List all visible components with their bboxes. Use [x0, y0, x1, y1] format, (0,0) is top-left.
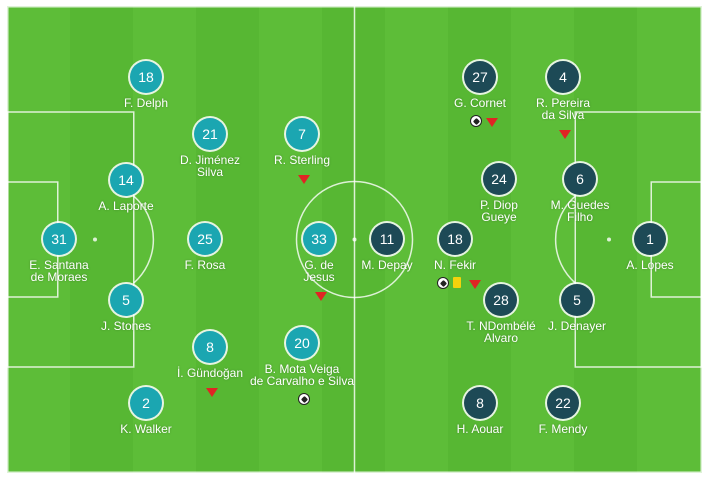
- player-number-badge[interactable]: 7: [286, 118, 318, 150]
- player-number-badge[interactable]: 33: [303, 223, 335, 255]
- player-name[interactable]: H. Aouar: [456, 422, 504, 436]
- player-number-badge[interactable]: 25: [189, 223, 221, 255]
- player-number-badge[interactable]: 27: [464, 61, 496, 93]
- player-number-badge[interactable]: 5: [110, 284, 142, 316]
- substitution-arrow-icon: [298, 175, 310, 184]
- player-number-badge[interactable]: 4: [547, 61, 579, 93]
- player-number-badge[interactable]: 8: [464, 387, 496, 419]
- player-number-badge[interactable]: 31: [43, 223, 75, 255]
- player-name[interactable]: G. de Jesus: [303, 258, 335, 284]
- player-name[interactable]: J. Denayer: [547, 319, 607, 333]
- player-number-badge[interactable]: 28: [485, 284, 517, 316]
- substitution-arrow-icon: [206, 388, 218, 397]
- substitution-arrow-icon: [486, 118, 498, 127]
- player-name[interactable]: B. Mota Veiga de Carvalho e Silva: [249, 362, 355, 388]
- player-number-badge[interactable]: 1: [634, 223, 666, 255]
- player-number-badge[interactable]: 2: [130, 387, 162, 419]
- player-name[interactable]: R. Pereira da Silva: [535, 96, 591, 122]
- player-number-badge[interactable]: 20: [286, 327, 318, 359]
- player-name[interactable]: P. Diop Gueye: [480, 198, 518, 224]
- player-name[interactable]: D. Jiménez Silva: [179, 153, 241, 179]
- substitution-arrow-icon: [559, 130, 571, 139]
- player-name[interactable]: M. Guedes Filho: [550, 198, 610, 224]
- player-name[interactable]: J. Stones: [100, 319, 152, 333]
- player-number-badge[interactable]: 5: [561, 284, 593, 316]
- player-name[interactable]: T. NDombélé Alvaro: [466, 319, 536, 345]
- pitch-spots: [93, 237, 611, 242]
- player-number-badge[interactable]: 8: [194, 331, 226, 363]
- yellow-card-icon: [453, 277, 461, 288]
- player-name[interactable]: F. Rosa: [184, 258, 226, 272]
- goal-ball-icon: [437, 277, 449, 289]
- player-name[interactable]: G. Cornet: [453, 96, 507, 110]
- substitution-arrow-icon: [315, 292, 327, 301]
- player-number-badge[interactable]: 24: [483, 163, 515, 195]
- player-number-badge[interactable]: 14: [110, 164, 142, 196]
- player-number-badge[interactable]: 21: [194, 118, 226, 150]
- player-name[interactable]: R. Sterling: [273, 153, 331, 167]
- player-number-badge[interactable]: 18: [439, 223, 471, 255]
- player-name[interactable]: F. Delph: [123, 96, 169, 110]
- player-name[interactable]: N. Fekir: [434, 258, 476, 272]
- player-name[interactable]: A. Laporte: [98, 199, 154, 213]
- player-number-badge[interactable]: 22: [547, 387, 579, 419]
- player-number-badge[interactable]: 11: [371, 223, 403, 255]
- player-name[interactable]: A. Lopes: [626, 258, 674, 272]
- player-name[interactable]: E. Santana de Moraes: [29, 258, 89, 284]
- player-name[interactable]: İ. Gündoğan: [176, 366, 244, 380]
- player-name[interactable]: F. Mendy: [538, 422, 588, 436]
- football-pitch: [7, 6, 702, 473]
- player-name[interactable]: M. Depay: [361, 258, 413, 272]
- goal-ball-icon: [470, 115, 482, 127]
- player-name[interactable]: K. Walker: [120, 422, 172, 436]
- substitution-arrow-icon: [469, 280, 481, 289]
- player-number-badge[interactable]: 18: [130, 61, 162, 93]
- goal-ball-icon: [298, 393, 310, 405]
- player-number-badge[interactable]: 6: [564, 163, 596, 195]
